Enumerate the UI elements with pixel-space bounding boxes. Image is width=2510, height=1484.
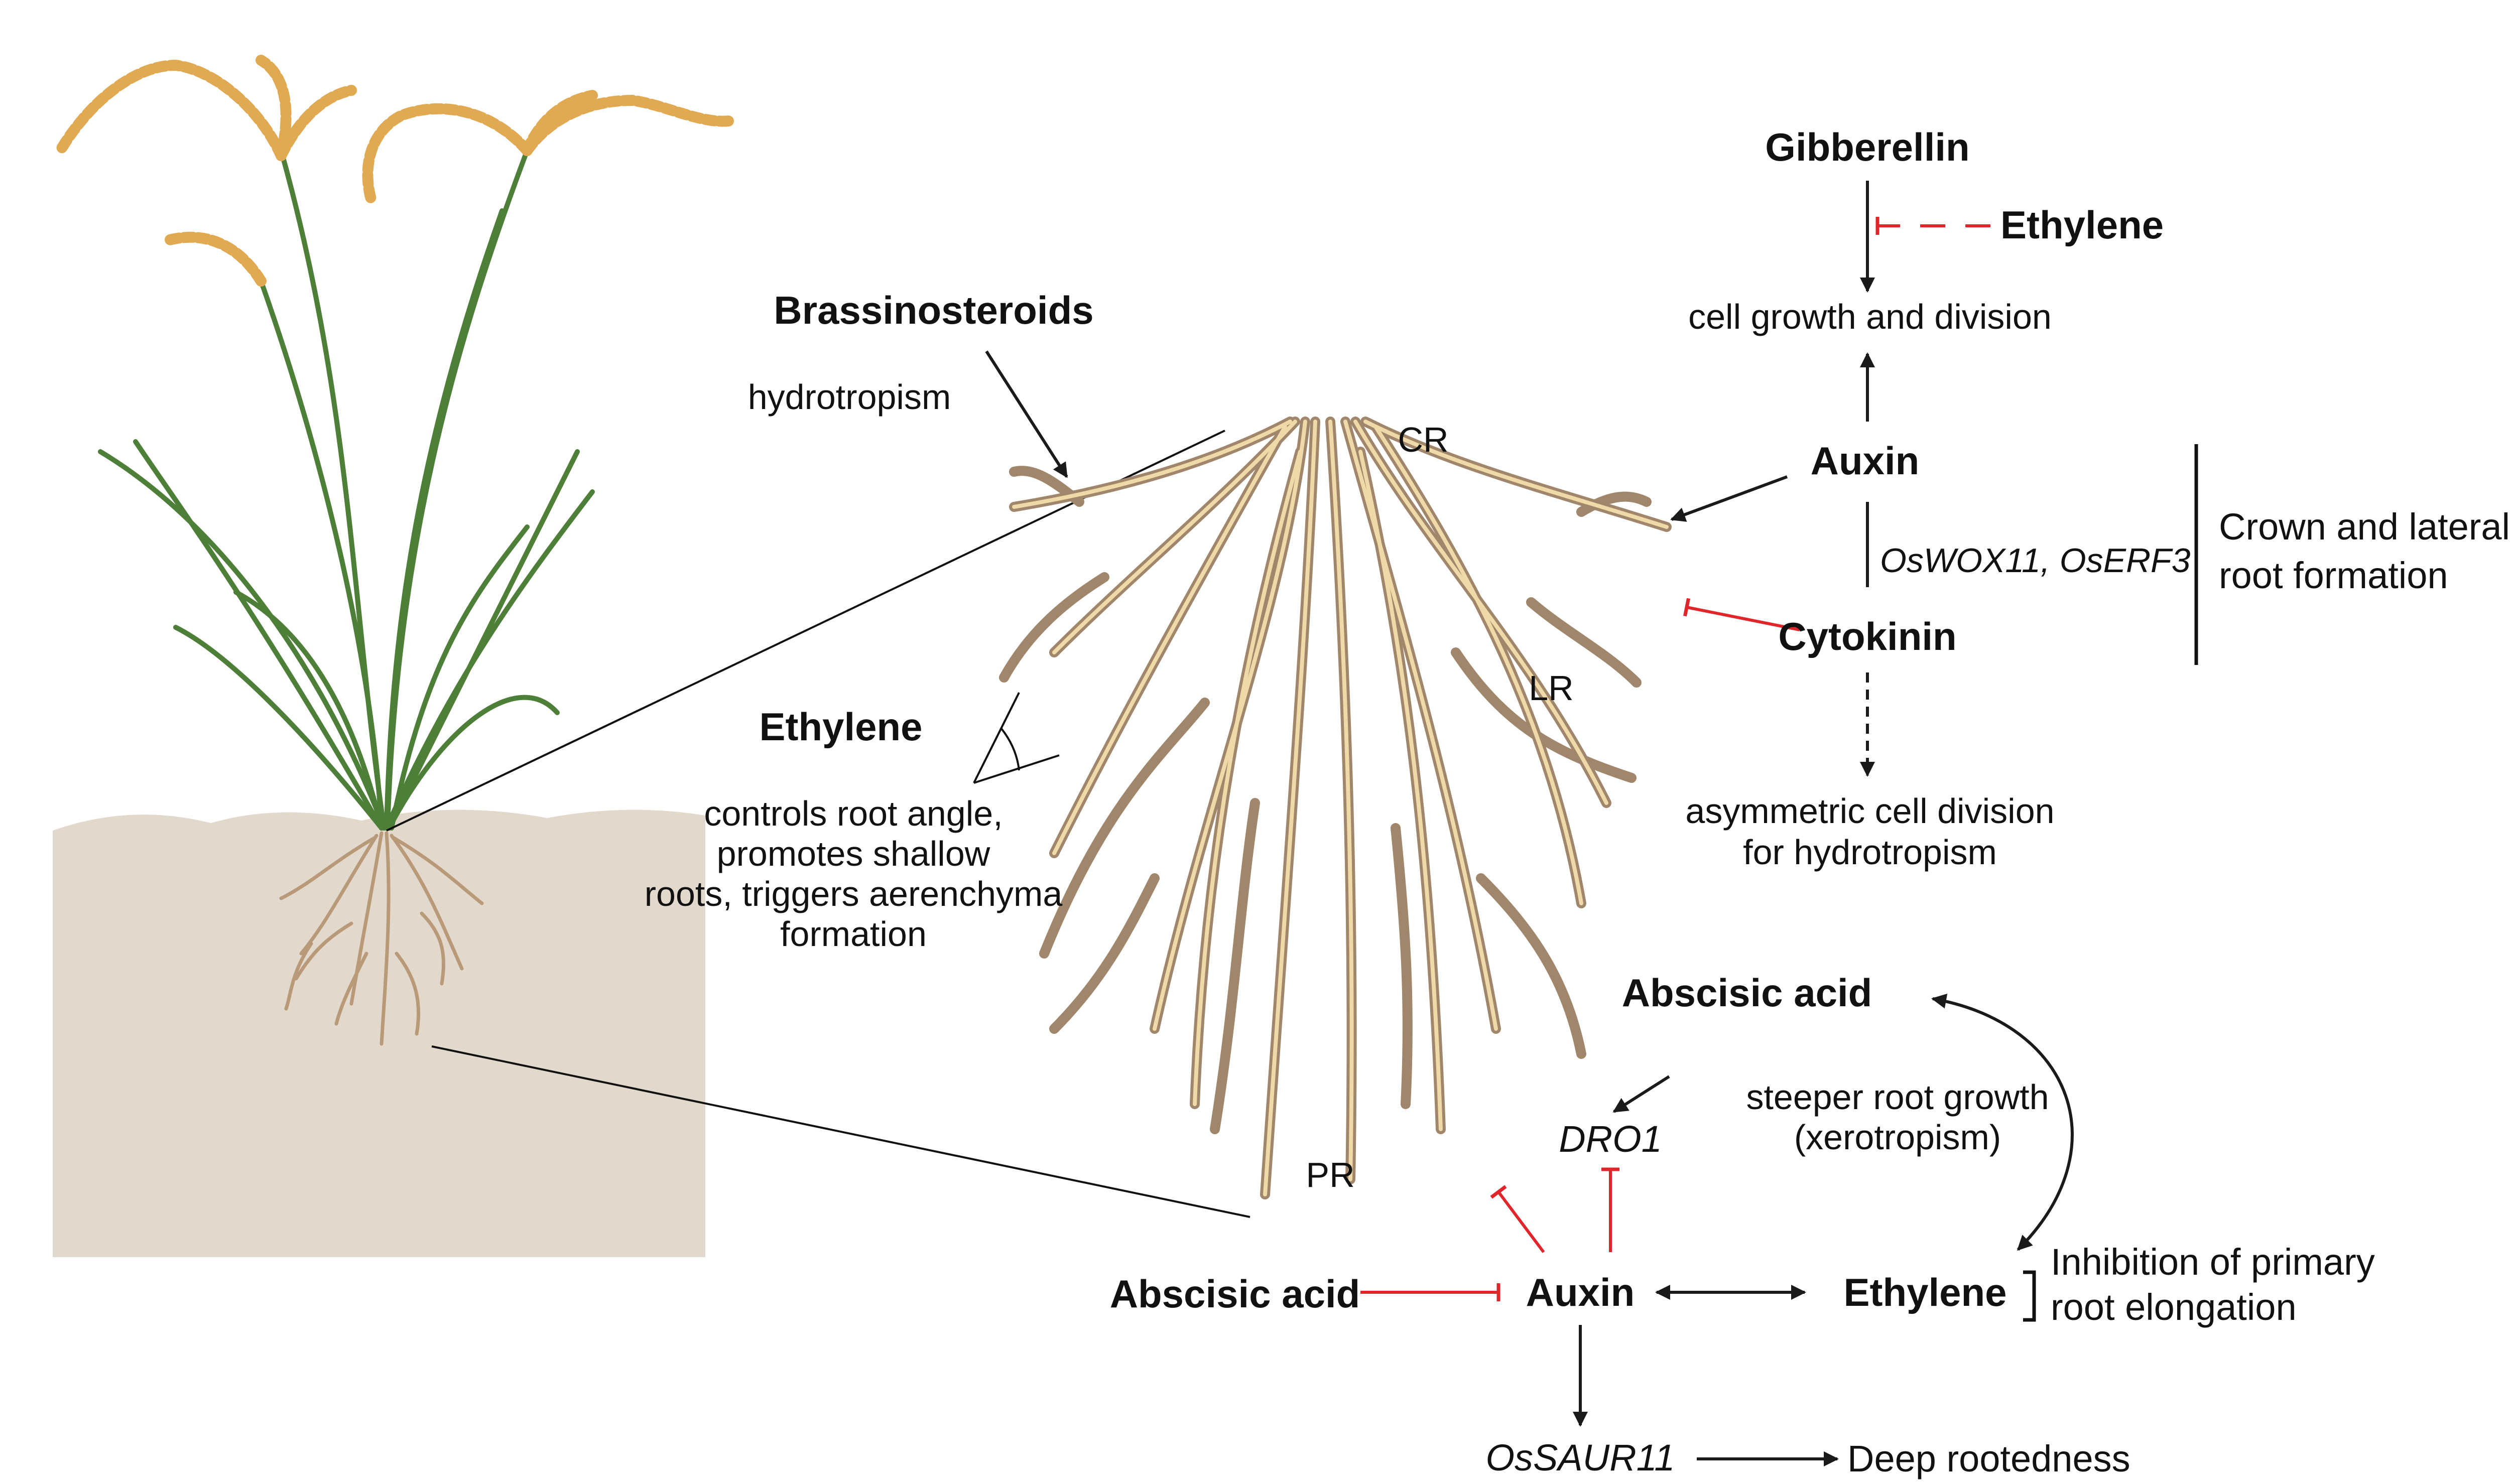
cell-growth-label: cell growth and division (1688, 297, 2052, 336)
auxin-label-bottom: Auxin (1526, 1270, 1635, 1314)
arrow-brassinosteroids-to-roots (985, 350, 1068, 478)
root-label-cr: CR (1398, 420, 1448, 459)
root-label-lr: LR (1529, 668, 1573, 708)
ethylene-effect-line-3: roots, triggers aerenchyma (645, 874, 1063, 913)
ethylene-label-bottom: Ethylene (1843, 1270, 2006, 1314)
deep-rootedness-label: Deep rootedness (1847, 1438, 2130, 1479)
bracket-inhibition (2023, 1270, 2036, 1322)
ethylene-label-left: Ethylene (759, 705, 922, 749)
arrow-aba-ethylene-bidirectional (1931, 994, 2074, 1251)
inhibit-auxin-roots (1490, 1185, 1545, 1253)
rice-plant-illustration (55, 55, 738, 1046)
arrow-aba-to-dro1 (1612, 1075, 1670, 1113)
leaves (98, 148, 595, 831)
abscisic-acid-label-bottom: Abscisic acid (1110, 1272, 1360, 1316)
arrow-auxin-to-roots (1670, 475, 1788, 522)
asymmetric-line-2: for hydrotropism (1743, 833, 1997, 872)
gibberellin-label: Gibberellin (1765, 125, 1969, 169)
inhibition-line-2: root elongation (2051, 1286, 2297, 1328)
root-angle-symbol (973, 692, 1060, 784)
cytokinin-label: Cytokinin (1778, 614, 1956, 658)
small-root-system (279, 831, 484, 1046)
root-system-illustration (999, 417, 1672, 1199)
ethylene-label-top: Ethylene (2000, 203, 2164, 247)
abscisic-acid-label-top: Abscisic acid (1622, 971, 1872, 1015)
soil-block (53, 810, 705, 1257)
ethylene-effect-line-2: promotes shallow (717, 834, 990, 873)
gene-wox-erf-label: OsWOX11, OsERF3 (1880, 542, 2191, 580)
steeper-line-2: (xerotropism) (1794, 1118, 2001, 1157)
hydrotropism-label: hydrotropism (748, 377, 951, 417)
root-label-pr: PR (1306, 1155, 1354, 1194)
asymmetric-line-1: asymmetric cell division (1685, 791, 2054, 831)
brassinosteroids-label: Brassinosteroids (774, 288, 1093, 332)
crown-lateral-line-1: Crown and lateral (2219, 506, 2510, 548)
ethylene-effect-line-4: formation (780, 914, 927, 954)
inhibit-cytokinin-roots (1683, 598, 1800, 631)
inhibition-line-1: Inhibition of primary (2051, 1241, 2375, 1283)
auxin-label-top: Auxin (1811, 439, 1920, 483)
ethylene-effect-line-1: controls root angle, (704, 794, 1002, 833)
zoom-line-bottom (431, 1045, 1250, 1218)
gene-saur11-label: OsSAUR11 (1486, 1437, 1675, 1478)
crown-lateral-line-2: root formation (2219, 555, 2448, 596)
gene-dro1-label: DRO1 (1559, 1118, 1662, 1160)
steeper-line-1: steeper root growth (1746, 1077, 2049, 1117)
panicles (55, 55, 738, 287)
